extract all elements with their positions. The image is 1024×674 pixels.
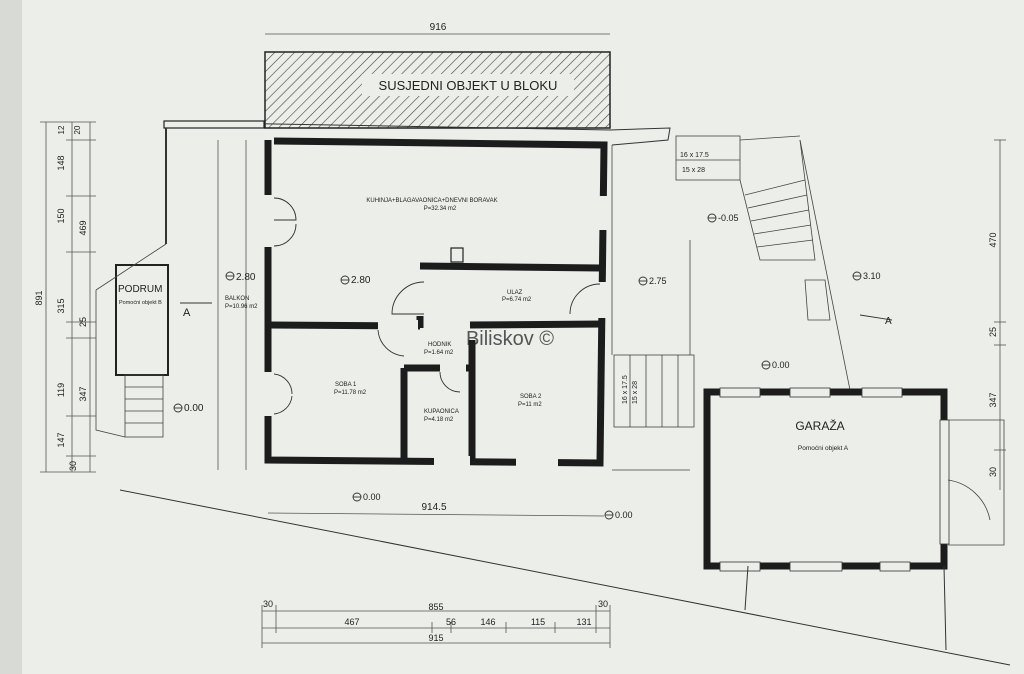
hall-name: HODNIK	[428, 342, 451, 348]
entrance-name: ULAZ	[507, 290, 523, 296]
dim-left-inner-6: 147	[56, 432, 66, 447]
level-kitchen: 2.80	[351, 275, 371, 286]
room2-area: P=11 m2	[518, 402, 542, 408]
level-stair-mid: -0.05	[718, 213, 739, 223]
level-terrace: 2.75	[649, 276, 667, 286]
neighbor-label-bg	[362, 74, 574, 96]
level-markers	[173, 213, 862, 520]
section-mark-right: A	[885, 316, 892, 327]
dim-right-wall: 30	[598, 599, 608, 609]
basement-sub: Pomoćni objekt B	[119, 300, 162, 306]
chimney	[450, 247, 464, 263]
basement-box	[115, 264, 169, 376]
bath-area: P=4.18 m2	[424, 417, 454, 423]
dim-right-2: 25	[988, 327, 998, 337]
upper-stair-size-2: 15 x 28	[682, 167, 705, 174]
side-stair-size-2: 15 x 28	[632, 381, 639, 404]
section-mark-left: A	[183, 307, 191, 319]
dim-segment-5: 131	[576, 617, 591, 627]
dim-left-outer-2: 315	[56, 298, 66, 313]
watermark: Biliskov ©	[466, 328, 554, 350]
garage-door-swing	[947, 419, 1005, 546]
dim-segment-4: 115	[531, 617, 545, 627]
dim-left-wall: 30	[263, 599, 273, 609]
dim-left-inner-2: 148	[56, 155, 66, 170]
neighbor-label: SUSJEDNI OBJEKT U BLOKU	[379, 78, 558, 93]
kitchen-area: P=32.34 m2	[424, 206, 457, 212]
front-dimension-line	[267, 512, 605, 517]
side-stair-size: 16 x 17.5	[622, 375, 629, 404]
front-dimension: 914.5	[421, 502, 446, 513]
section-line-right	[859, 314, 893, 321]
dim-left-inner-5: 119	[56, 383, 66, 397]
garage-boundary	[744, 565, 749, 611]
balcony-name: BALKON	[225, 296, 249, 302]
hall-area: P=1.64 m2	[424, 350, 454, 356]
dim-left-inner-7: 30	[68, 461, 78, 471]
level-balcony: 2.80	[236, 272, 256, 283]
paper-edge-shadow	[0, 0, 22, 674]
level-front: 0.00	[363, 492, 381, 502]
right-dimension-lines	[994, 139, 1006, 490]
site-outline	[164, 121, 671, 146]
upper-stairs	[675, 135, 851, 391]
room2-name: SOBA 2	[520, 394, 542, 400]
dim-left-top: 20	[73, 125, 82, 134]
basement-name: PODRUM	[118, 284, 162, 295]
level-street: 0.00	[615, 510, 633, 520]
garage-sub: Pomoćni objekt A	[798, 445, 849, 452]
level-stair-top: 3.10	[863, 271, 881, 281]
dim-right-4: 30	[988, 467, 998, 477]
dim-left-total: 891	[34, 290, 44, 305]
level-yard: 0.00	[772, 360, 790, 370]
dim-right-1: 470	[988, 232, 998, 247]
upper-stair-size: 16 x 17.5	[680, 152, 709, 159]
dim-left-inner-4: 25	[78, 317, 88, 327]
dim-segment-1: 467	[344, 617, 359, 627]
garage-openings	[719, 387, 950, 572]
dim-segment-3: 146	[480, 617, 495, 627]
dim-left-inner-1: 12	[57, 125, 66, 134]
kitchen-name: KUHINJA+BLAGAVAONICA+DNEVNI BORAVAK	[366, 198, 497, 204]
dim-right-3: 347	[988, 392, 998, 407]
dim-left-outer-3: 347	[78, 386, 88, 401]
room1-name: SOBA 1	[335, 382, 357, 388]
top-parapet	[163, 120, 265, 129]
room1-area: P=11.78 m2	[334, 390, 367, 396]
garage-boundary-2	[943, 565, 947, 651]
dim-total-inner: 855	[428, 602, 443, 612]
dim-left-outer-1: 469	[78, 220, 88, 235]
basement-stairs	[95, 243, 167, 438]
garage-name: GARAŽA	[795, 418, 844, 433]
entrance-area: P=6.74 m2	[502, 297, 532, 303]
door-swings	[273, 197, 601, 415]
left-dimension-lines	[40, 121, 96, 473]
level-basement: 0.00	[184, 403, 204, 414]
balcony-area: P=10.96 m2	[225, 304, 258, 310]
dim-segment-2: 56	[446, 617, 456, 627]
top-dimension: 916	[430, 22, 447, 33]
dim-left-inner-3: 150	[56, 208, 66, 223]
property-boundary	[119, 489, 1011, 666]
bottom-dimension-lines	[261, 605, 611, 648]
bath-name: KUPAONICA	[424, 409, 459, 415]
dim-total: 915	[428, 633, 443, 643]
side-stairs	[611, 145, 695, 471]
door-gaps	[262, 195, 608, 468]
